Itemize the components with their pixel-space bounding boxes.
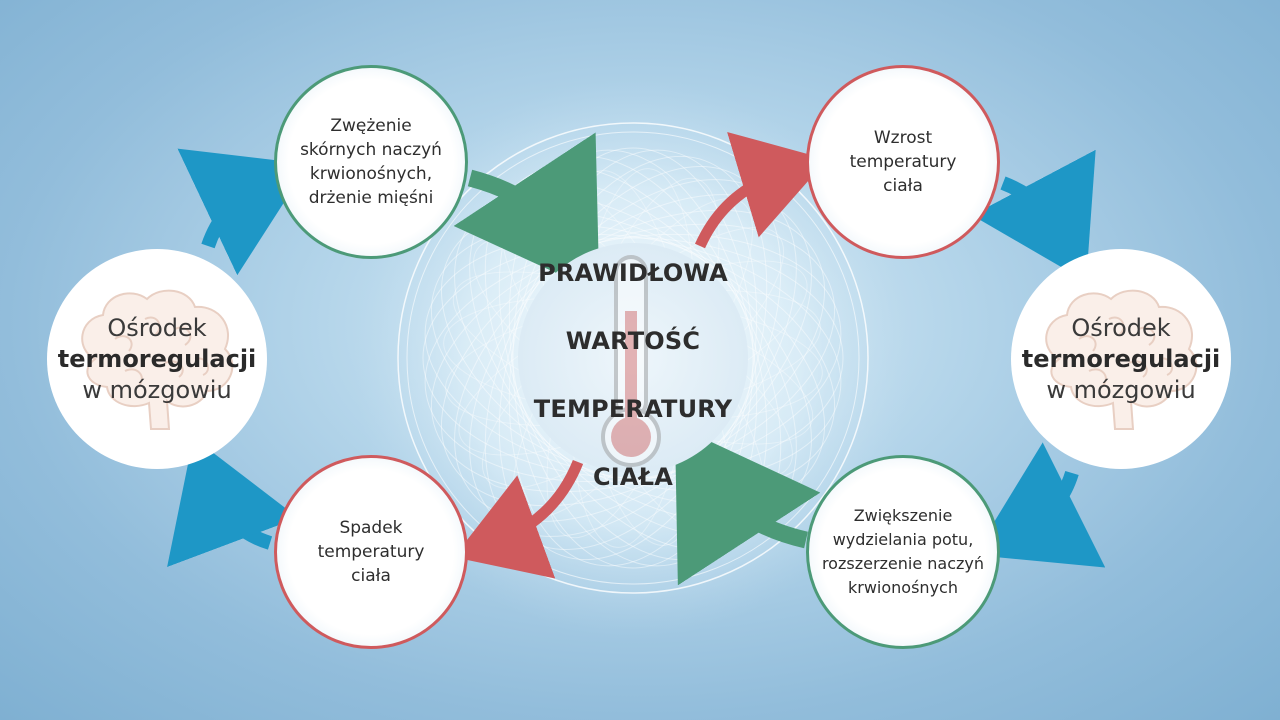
node-bottom-right-text: Zwiększenie wydzielania potu, rozszerzen…	[821, 506, 985, 597]
brain-icon	[1045, 289, 1198, 430]
center-ring-outer-2	[406, 131, 860, 585]
center-node: PRAWIDŁOWA WARTOŚĆ TEMPERATURY CIAŁA	[518, 243, 748, 491]
right-brain-label: Ośrodek termoregulacji w mózgowiu	[1022, 313, 1221, 406]
arrow-red-to-bottom-left	[453, 459, 584, 579]
center-title: PRAWIDŁOWA WARTOŚĆ TEMPERATURY CIAŁA	[534, 222, 732, 494]
thermometer-icon	[601, 255, 661, 467]
arrow-blue-right-down	[971, 149, 1096, 282]
arrow-green-to-center	[453, 132, 600, 293]
node-top-left-text: Zwężenie skórnych naczyń krwionośnych, d…	[300, 116, 442, 208]
arrow-blue-left-down	[167, 437, 299, 568]
arrow-blue-right-down-2	[973, 442, 1106, 568]
node-top-right: Wzrost temperatury ciała	[806, 65, 1000, 259]
center-title-line-4: CIAŁA	[592, 463, 674, 491]
right-brain-line-1: Ośrodek	[1071, 313, 1171, 342]
arrow-red-to-top-right	[694, 131, 828, 249]
center-title-line-3: TEMPERATURY	[533, 395, 733, 423]
right-brain-line-2: termoregulacji	[1021, 344, 1221, 373]
left-brain-label: Ośrodek termoregulacji w mózgowiu	[58, 313, 257, 406]
spirograph-loop	[424, 233, 842, 483]
spirograph-loop	[498, 155, 768, 561]
node-top-right-text: Wzrost temperatury ciała	[849, 128, 957, 196]
left-brain-line-1: Ośrodek	[107, 313, 207, 342]
spirograph-loop	[430, 223, 836, 493]
center-title-line-1: PRAWIDŁOWA	[538, 259, 728, 287]
left-brain-node: Ośrodek termoregulacji w mózgowiu	[47, 249, 267, 469]
spirograph-loop	[424, 233, 842, 483]
node-bottom-left: Spadek temperatury ciała	[274, 455, 468, 649]
spirograph-loop	[508, 149, 758, 567]
left-brain-line-2: termoregulacji	[57, 344, 257, 373]
arrow-blue-left-up	[177, 148, 309, 276]
spirograph-loop	[512, 147, 754, 569]
right-brain-node: Ośrodek termoregulacji w mózgowiu	[1011, 249, 1231, 469]
spirograph-loop	[422, 237, 844, 479]
node-bottom-left-text: Spadek temperatury ciała	[317, 518, 425, 586]
left-brain-line-3: w mózgowiu	[82, 375, 232, 404]
brain-icon	[81, 289, 234, 430]
center-ring-outer	[397, 122, 869, 594]
node-top-left: Zwężenie skórnych naczyń krwionośnych, d…	[274, 65, 468, 259]
arrow-green-from-bottom-right	[674, 425, 821, 586]
node-bottom-right: Zwiększenie wydzielania potu, rozszerzen…	[806, 455, 1000, 649]
center-title-line-2: WARTOŚĆ	[565, 327, 701, 355]
right-brain-line-3: w mózgowiu	[1046, 375, 1196, 404]
